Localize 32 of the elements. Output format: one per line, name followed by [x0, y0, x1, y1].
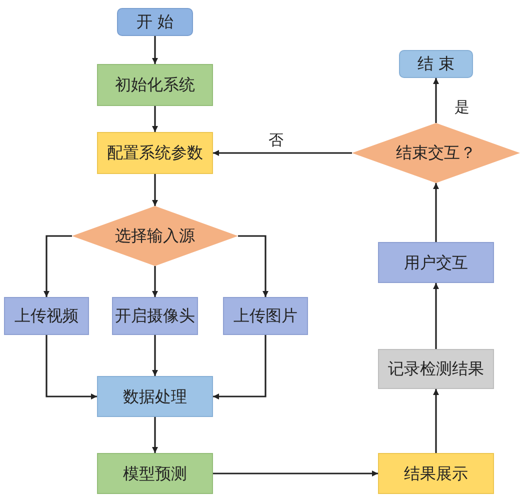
decision-diamond: 选择输入源 [72, 206, 238, 266]
arrow [46, 335, 97, 400]
arrow [213, 150, 352, 156]
edge-label: 否 [268, 132, 284, 148]
terminal-box: 开 始 [117, 8, 193, 36]
arrow [152, 106, 158, 132]
process-box: 结果展示 [378, 453, 494, 494]
arrow [44, 235, 72, 297]
process-box: 开启摄像头 [112, 297, 198, 335]
decision-diamond: 结束交互？ [352, 123, 520, 183]
arrow [152, 36, 158, 64]
arrow [238, 235, 268, 297]
arrow [433, 78, 439, 123]
process-box: 记录检测结果 [378, 349, 494, 389]
process-box: 数据处理 [97, 376, 213, 417]
process-box: 配置系统参数 [97, 132, 213, 174]
arrow [213, 470, 378, 476]
terminal-box: 结 束 [399, 50, 473, 78]
process-box: 初始化系统 [97, 64, 213, 106]
arrow [433, 389, 439, 453]
process-box: 上传图片 [223, 297, 308, 335]
arrow [152, 417, 158, 453]
arrow [433, 283, 439, 349]
edge-label: 是 [454, 98, 470, 116]
arrow [433, 183, 439, 242]
arrow [152, 266, 158, 297]
arrow [213, 335, 266, 400]
process-box: 上传视频 [4, 297, 89, 335]
arrow [152, 335, 158, 376]
process-box: 用户交互 [378, 242, 494, 283]
arrow [152, 174, 158, 206]
process-box: 模型预测 [97, 453, 213, 494]
